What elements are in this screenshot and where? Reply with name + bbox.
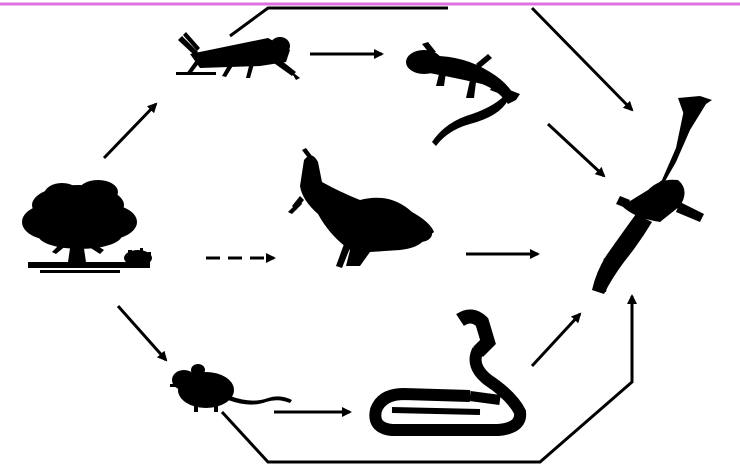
arrow-mouse-to-eagle <box>220 294 637 464</box>
eagle-icon <box>592 96 712 294</box>
arrow-snake-to-eagle <box>530 312 582 368</box>
rabbit-icon <box>288 148 434 268</box>
tree-icon <box>22 180 152 273</box>
top-connector <box>229 6 448 38</box>
arrow-grasshopper-to-eagle <box>530 6 634 112</box>
arrow-tree-to-mouse <box>116 305 168 362</box>
mouse-icon <box>170 364 292 412</box>
lizard-icon <box>406 42 520 146</box>
grasshopper-icon <box>176 32 300 80</box>
arrow-tree-to-grasshopper <box>102 102 158 160</box>
snake-icon <box>369 309 527 436</box>
food-web-arrows <box>102 6 637 464</box>
arrow-lizard-to-eagle <box>546 122 606 178</box>
